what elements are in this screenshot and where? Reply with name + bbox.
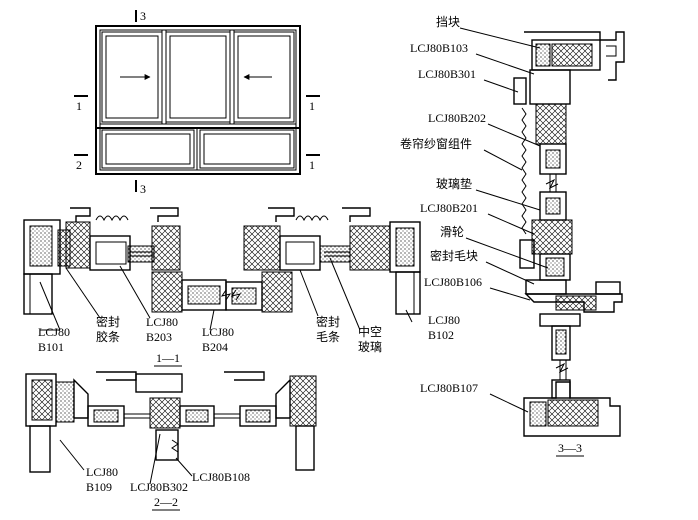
label-lcj80b103: LCJ80B103 [410,41,468,55]
section-1-1-drawing [23,207,421,315]
section-mark-label: 1 [76,99,82,113]
label-lcj80b202: LCJ80B202 [428,111,486,125]
label-seal-strip-l2: 胶条 [96,329,120,344]
label-hollow-glass-l2: 玻璃 [358,340,382,354]
section-1-1-labels: LCJ80 B101 密封 胶条 LCJ80 B203 LCJ80 B204 密… [38,257,460,367]
label-seal-strip-l1: 密封 [96,314,120,329]
section-3-3-drawing [513,31,625,437]
label-lcj80b107: LCJ80B107 [420,381,478,395]
label-lcj80b102-l2: B102 [428,328,454,342]
label-seal-brush-block: 密封毛块 [430,248,478,263]
section-1-1-caption: 1—1 [156,351,180,365]
label-lcj80b101-l2: B101 [38,340,64,354]
section-mark-label: 2 [76,158,82,172]
label-lcj80b204-l2: B204 [202,340,228,354]
label-lcj80b201: LCJ80B201 [420,201,478,215]
section-mark-label: 3 [140,182,146,196]
label-lcj80b106: LCJ80B106 [424,275,482,289]
label-stop-block: 挡块 [436,15,460,29]
label-brush-strip-l2: 毛条 [316,330,340,344]
label-lcj80b102-l1: LCJ80 [428,313,460,327]
section-3-3-labels: 挡块 LCJ80B103 LCJ80B301 LCJ80B202 卷帘纱窗组件 … [400,15,584,457]
section-mark-label: 1 [309,99,315,113]
section-2-2-drawing [25,371,317,473]
section-3-3-caption: 3—3 [558,441,582,455]
section-mark-label: 3 [140,9,146,23]
section-marks: 3 3 1 2 1 1 [74,9,320,196]
label-lcj80b101-l1: LCJ80 [38,325,70,339]
label-hollow-glass-l1: 中空 [358,324,382,339]
section-mark-label: 1 [309,158,315,172]
label-lcj80b302: LCJ80B302 [130,480,188,494]
label-lcj80b109-l1: LCJ80 [86,465,118,479]
section-2-2-labels: LCJ80 B109 LCJ80B302 LCJ80B108 2—2 [59,433,250,511]
label-pulley: 滑轮 [440,225,464,239]
section-2-2-caption: 2—2 [154,495,178,509]
label-lcj80b203-l2: B203 [146,330,172,344]
window-elevation [95,25,301,175]
label-lcj80b301: LCJ80B301 [418,67,476,81]
label-glass-pad: 玻璃垫 [436,176,472,191]
label-lcj80b204-l1: LCJ80 [202,325,234,339]
label-lcj80b108: LCJ80B108 [192,470,250,484]
label-screen-assembly: 卷帘纱窗组件 [400,136,472,151]
label-lcj80b109-l2: B109 [86,480,112,494]
label-lcj80b203-l1: LCJ80 [146,315,178,329]
label-brush-strip-l1: 密封 [316,314,340,329]
